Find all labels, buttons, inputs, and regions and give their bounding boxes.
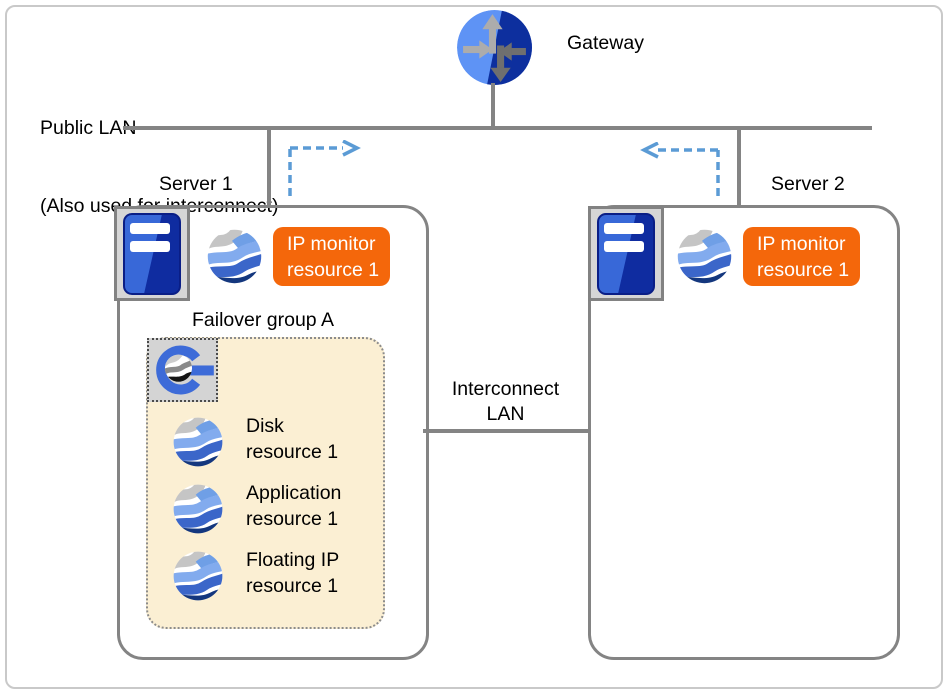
badge-line2: resource 1 (757, 259, 850, 281)
disk-resource-line1: Disk (246, 415, 284, 437)
floating-ip-resource-label: Floating IP resource 1 (246, 547, 339, 599)
floating-ip-resource-line1: Floating IP (246, 549, 340, 571)
monitor-arrow-left-icon (640, 142, 720, 196)
server2-label: Server 2 (771, 173, 845, 195)
disk-resource-label: Disk resource 1 (246, 413, 338, 465)
server1-label: Server 1 (159, 173, 233, 195)
interconnect-lan-line (423, 429, 588, 433)
cluster-group-g-icon (150, 341, 216, 399)
badge-line1: IP monitor (287, 233, 376, 255)
application-resource-line1: Application (246, 482, 342, 504)
server2-box (588, 205, 900, 660)
server1-lan-drop-line (267, 128, 271, 207)
gateway-label: Gateway (567, 32, 644, 54)
badge-line2: resource 1 (287, 259, 380, 281)
badge-line1: IP monitor (757, 233, 846, 255)
interconnect-lan-label: Interconnect LAN (423, 377, 588, 427)
floating-ip-resource-line2: resource 1 (246, 575, 339, 597)
interconnect-label-line1: Interconnect (451, 378, 560, 400)
application-resource-sphere-icon (172, 483, 224, 535)
gateway-router-icon (456, 9, 533, 86)
server2-lan-drop-line (737, 128, 741, 207)
application-resource-label: Application resource 1 (246, 480, 341, 532)
canvas-border (5, 5, 943, 689)
cluster-group-icon-box (147, 338, 218, 402)
server2-ip-monitor-badge: IP monitor resource 1 (743, 227, 860, 286)
disk-resource-sphere-icon (172, 416, 224, 468)
disk-resource-line2: resource 1 (246, 441, 339, 463)
server1-resource-sphere-icon (206, 228, 263, 285)
public-lan-line1: Public LAN (40, 117, 137, 139)
public-lan-bus-line (123, 126, 872, 130)
server2-resource-sphere-icon (676, 228, 733, 285)
application-resource-line2: resource 1 (246, 508, 339, 530)
monitor-arrow-right-icon (288, 140, 361, 196)
floating-ip-resource-sphere-icon (172, 550, 224, 602)
server1-server-icon (114, 206, 190, 301)
interconnect-label-line2: LAN (486, 403, 525, 425)
failover-group-label: Failover group A (192, 309, 334, 331)
server2-server-icon (588, 206, 664, 301)
gateway-drop-line (491, 83, 495, 128)
server1-ip-monitor-badge: IP monitor resource 1 (273, 227, 390, 286)
